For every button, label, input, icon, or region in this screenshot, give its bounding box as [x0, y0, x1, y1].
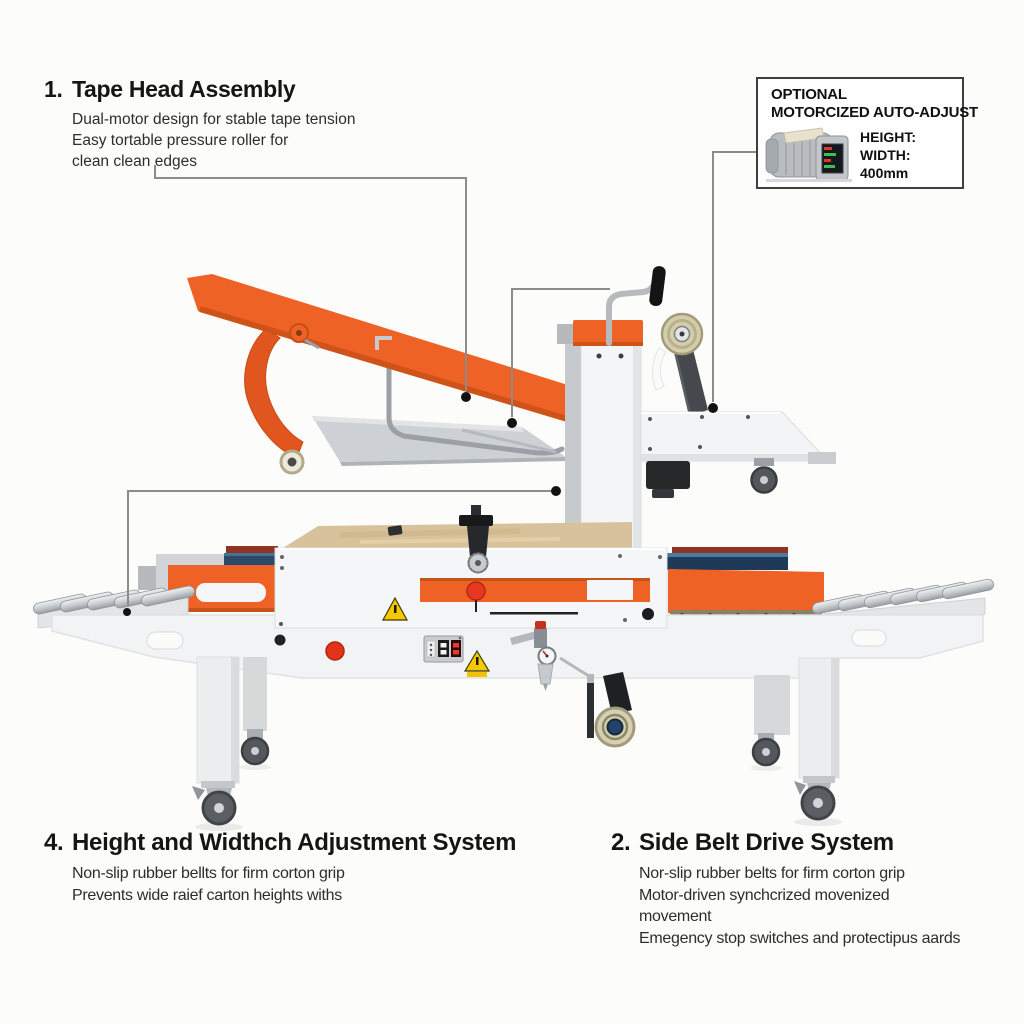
- callout-leaders: [127, 151, 757, 606]
- leader-height-width: [127, 490, 552, 606]
- label-number: 4.: [44, 829, 64, 856]
- column: [557, 320, 643, 551]
- legs-and-casters: [192, 656, 842, 831]
- desc-line: Motor-driven synchcrized movenized: [639, 886, 890, 904]
- desc-line: Nor-slip rubber belts for firm corton gr…: [639, 865, 905, 882]
- label-side-belt-drive: 2. Side Belt Drive System Nor-slip rubbe…: [611, 829, 961, 949]
- optional-box-title-line2: MOTORCIZED AUTO-ADJUST: [771, 104, 978, 121]
- control-panel: [423, 635, 464, 663]
- black-knob: [274, 634, 286, 646]
- control-area: [274, 622, 491, 677]
- label-title-text: Side Belt Drive System: [639, 829, 894, 856]
- label-description: Dual-motor design for stable tape tensio…: [72, 109, 355, 172]
- top-drive-arm: [640, 411, 836, 498]
- lower-tape-roll-assembly: [559, 656, 636, 748]
- desc-line: Non-slip rubber bellts for firm corton g…: [72, 865, 345, 882]
- callout-dots: [123, 392, 718, 616]
- tape-roll-assembly: [651, 312, 708, 416]
- machine-body: [33, 505, 994, 831]
- desc-line: Prevents wide raief carton heights withs: [72, 886, 342, 904]
- leader-optional-box: [712, 151, 757, 402]
- label-title-text: Tape Head Assembly: [72, 76, 296, 102]
- leader-tape-head: [154, 165, 467, 391]
- label-title: 2. Side Belt Drive System: [611, 829, 960, 857]
- desc-line: movement: [639, 908, 712, 925]
- label-tape-head-assembly: 1. Tape Head Assembly Dual-motor design …: [44, 76, 355, 172]
- width-adjust-knob: [466, 581, 486, 601]
- desc-line: Emegency stop switches and protectipus a…: [639, 929, 961, 947]
- desc-line: Dual-motor design for stable tape tensio…: [72, 111, 356, 128]
- spec-value: 400mm: [860, 165, 909, 181]
- emergency-stop-button: [325, 641, 345, 661]
- optional-box-title: OPTIONAL MOTORCIZED AUTO-ADJUST: [758, 79, 978, 122]
- label-height-width-adjustment: 4. Height and Widthch Adjustment System …: [44, 829, 516, 906]
- label-title: 4. Height and Widthch Adjustment System: [44, 829, 516, 857]
- desc-line: Easy tortable pressure roller for: [72, 132, 289, 149]
- height-crank-handle: [606, 266, 666, 346]
- arm-motor: [646, 461, 690, 489]
- spec-height: HEIGHT:: [860, 129, 916, 145]
- air-regulator: [510, 621, 557, 691]
- label-number: 2.: [611, 829, 631, 856]
- right-belt-band: [666, 547, 824, 620]
- folding-arm: [187, 274, 585, 475]
- left-handle-cutout: [146, 631, 184, 650]
- motor-icon: [765, 127, 852, 182]
- label-number: 1.: [44, 76, 63, 102]
- deflector-plate: [312, 337, 566, 466]
- carton-stop-clamp: [459, 505, 493, 574]
- right-handle-cutout: [851, 629, 887, 647]
- leader-crank: [511, 288, 610, 417]
- optional-auto-adjust-box: OPTIONAL MOTORCIZED AUTO-ADJUST HEIGHT: …: [756, 77, 978, 189]
- optional-box-specs: HEIGHT: WIDTH: 400mm: [860, 128, 916, 182]
- label-title: 1. Tape Head Assembly: [44, 76, 355, 103]
- label-title-text: Height and Widthch Adjustment System: [72, 829, 517, 856]
- desc-line: clean clean edges: [72, 153, 197, 170]
- label-description: Non-slip rubber bellts for firm corton g…: [72, 863, 516, 906]
- label-description: Nor-slip rubber belts for firm corton gr…: [639, 863, 961, 949]
- spec-width: WIDTH:: [860, 147, 911, 163]
- optional-box-title-line1: OPTIONAL: [771, 86, 847, 103]
